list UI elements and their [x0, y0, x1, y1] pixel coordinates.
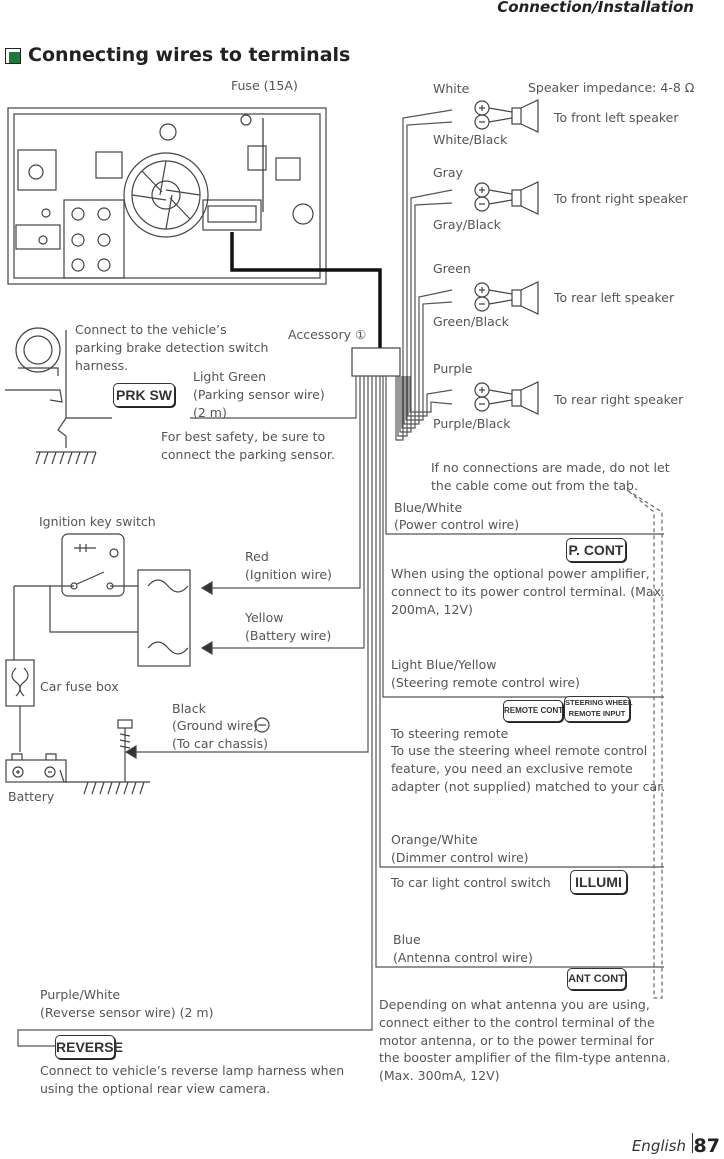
- pcont-wire-label: (Power control wire): [394, 517, 520, 532]
- illumi-wire-label: Orange/White: [391, 832, 478, 847]
- black-wire-label: (To car chassis): [172, 736, 268, 751]
- footer-divider: [692, 1133, 693, 1153]
- steering-tag-line: REMOTE INPUT: [568, 709, 626, 718]
- speaker-symbols: [474, 99, 539, 415]
- yellow-wire-label: (Battery wire): [245, 628, 332, 643]
- footer-language: English: [631, 1137, 686, 1155]
- page-number: 87: [693, 1135, 720, 1157]
- steering-wire-label: Light Blue/Yellow: [391, 657, 497, 672]
- speaker-minus-label: Purple/Black: [433, 416, 511, 431]
- steering-note: adapter (not supplied) matched to your c…: [391, 779, 666, 794]
- speaker-target: To rear right speaker: [554, 392, 684, 407]
- reverse-wire-label: (Reverse sensor wire) (2 m): [40, 1005, 214, 1020]
- speaker-minus-label: White/Black: [433, 132, 508, 147]
- red-wire-label: Red: [245, 549, 269, 564]
- parking-brake-symbol: [5, 327, 112, 465]
- yellow-wire-label: Yellow: [245, 610, 284, 625]
- impedance-label: Speaker impedance: 4-8 Ω: [528, 80, 695, 95]
- parking-note: Connect to the vehicle’s: [75, 322, 227, 337]
- steering-note: To steering remote: [391, 726, 509, 741]
- steering-input-tag: STEERING WHEEL REMOTE INPUT: [564, 696, 633, 722]
- reverse-note: Connect to vehicle’s reverse lamp harnes…: [40, 1063, 345, 1078]
- page-header: Connection/Installation: [497, 0, 694, 16]
- reverse-wire-label: Purple/White: [40, 987, 121, 1002]
- speaker-target: To front left speaker: [554, 110, 679, 125]
- section-marker-icon: [5, 48, 21, 64]
- head-unit-rear-panel: [7, 107, 327, 285]
- speaker-plus-label: Gray: [433, 165, 463, 180]
- parking-note: parking brake detection switch: [75, 340, 269, 355]
- speaker-minus-label: Green/Black: [433, 314, 509, 329]
- reverse-note: using the optional rear view camera.: [40, 1081, 271, 1096]
- steering-note: feature, you need an exclusive remote: [391, 761, 633, 776]
- antenna-note: the booster amplifier of the film-type a…: [379, 1050, 671, 1065]
- antenna-note: connect either to the control terminal o…: [379, 1015, 655, 1030]
- speaker-target: To rear left speaker: [554, 290, 675, 305]
- speaker-target: To front right speaker: [554, 191, 688, 206]
- antenna-wire-label: (Antenna control wire): [393, 950, 533, 965]
- antenna-note: Depending on what antenna you are using,: [379, 997, 650, 1012]
- speaker-minus-label: Gray/Black: [433, 217, 501, 232]
- illumi-tag: ILLUMI: [570, 870, 627, 894]
- parking-wire-label: (Parking sensor wire): [193, 387, 325, 402]
- fuse-label: Fuse (15A): [231, 78, 298, 93]
- accessory-label: Accessory ①: [288, 327, 367, 342]
- red-wire-label: (Ignition wire): [245, 567, 332, 582]
- antenna-wire-label: Blue: [393, 932, 421, 947]
- speaker-plus-label: White: [433, 81, 470, 96]
- illumi-note: To car light control switch: [391, 875, 551, 890]
- safety-note: connect the parking sensor.: [161, 447, 335, 462]
- steering-wire-label: (Steering remote control wire): [391, 675, 580, 690]
- accessory-connector: [351, 347, 401, 377]
- antenna-note: motor antenna, or to the power terminal …: [379, 1033, 654, 1048]
- safety-note: For best safety, be sure to: [161, 429, 326, 444]
- tab-note: the cable come out from the tab.: [431, 478, 638, 493]
- fuse-box-label: Car fuse box: [40, 679, 119, 694]
- speaker-plus-label: Purple: [433, 361, 473, 376]
- steering-note: To use the steering wheel remote control: [391, 743, 648, 758]
- battery-label: Battery: [8, 789, 55, 804]
- pcont-note: 200mA, 12V): [391, 602, 473, 617]
- parking-wire-label: Light Green: [193, 369, 267, 384]
- speaker-plus-label: Green: [433, 261, 471, 276]
- pcont-note: connect to its power control terminal. (…: [391, 584, 665, 599]
- ignition-circuit: [5, 533, 270, 795]
- reverse-tag: REVERSE: [55, 1035, 123, 1059]
- parking-note: harness.: [75, 358, 129, 373]
- ignition-label: Ignition key switch: [39, 514, 156, 529]
- illumi-wire-label: (Dimmer control wire): [391, 850, 529, 865]
- ant-cont-tag: ANT CONT: [567, 968, 626, 990]
- pcont-tag: P. CONT: [566, 538, 626, 562]
- black-wire-label: (Ground wire): [172, 718, 258, 733]
- parking-wire-label: (2 m): [193, 405, 227, 420]
- steering-tag-line: STEERING WHEEL: [565, 698, 633, 707]
- remote-cont-tag: REMOTE CONT: [503, 700, 563, 722]
- pcont-wire-label: Blue/White: [394, 500, 463, 515]
- tab-note: If no connections are made, do not let: [431, 460, 670, 475]
- page-title: Connecting wires to terminals: [28, 44, 351, 66]
- prk-sw-tag: PRK SW: [113, 383, 175, 407]
- pcont-note: When using the optional power amplifier,: [391, 566, 650, 581]
- black-wire-label: Black: [172, 701, 206, 716]
- antenna-note: (Max. 300mA, 12V): [379, 1068, 500, 1083]
